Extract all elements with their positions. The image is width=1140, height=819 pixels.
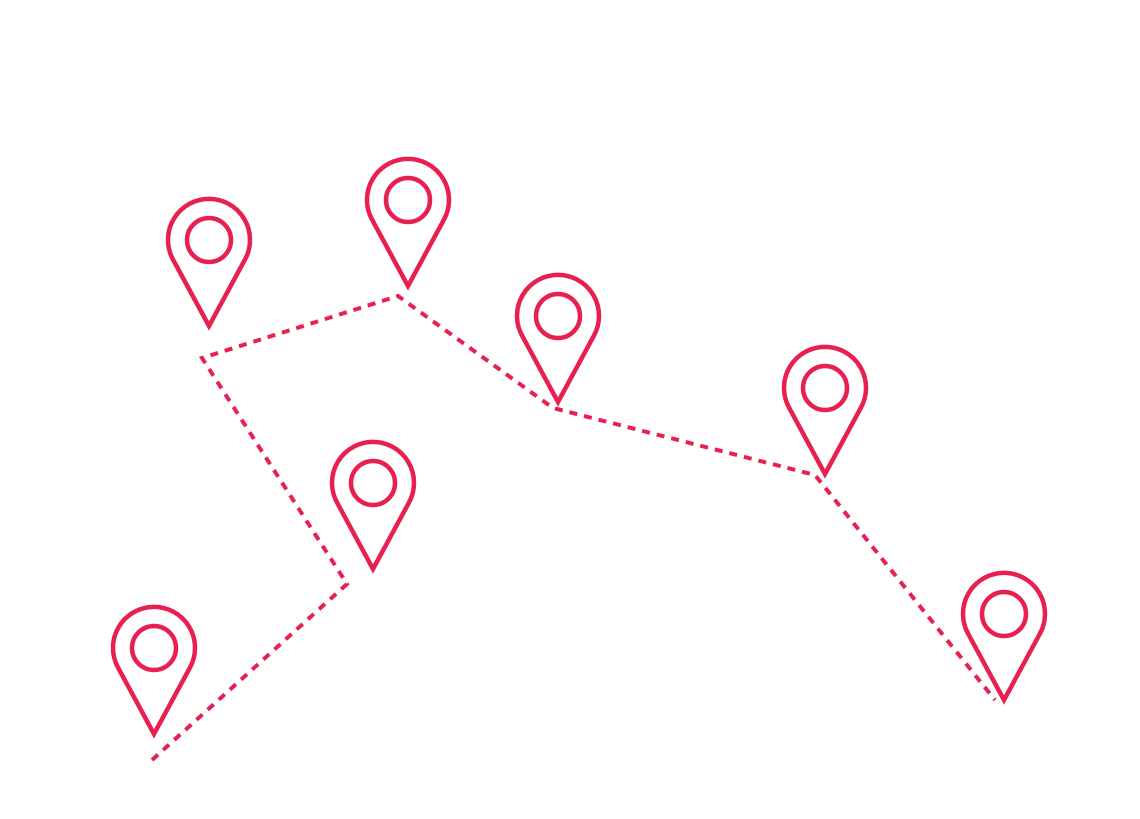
pin-inner-ring bbox=[129, 623, 179, 673]
map-pin-2[interactable] bbox=[364, 156, 452, 291]
pins-layer bbox=[110, 156, 1048, 739]
pin-inner-ring bbox=[184, 215, 234, 265]
route-path bbox=[150, 293, 997, 762]
map-pin-7[interactable] bbox=[960, 570, 1048, 705]
map-pin-3[interactable] bbox=[514, 272, 602, 407]
pin-inner-ring bbox=[800, 363, 850, 413]
map-pin-1[interactable] bbox=[165, 196, 253, 331]
map-pin-4[interactable] bbox=[781, 344, 869, 479]
pin-inner-ring bbox=[979, 589, 1029, 639]
pin-inner-ring bbox=[348, 458, 398, 508]
pin-inner-ring bbox=[383, 175, 433, 225]
pin-inner-ring bbox=[533, 291, 583, 341]
route-branch-left bbox=[150, 293, 997, 762]
map-pin-6[interactable] bbox=[110, 604, 198, 739]
map-pin-5[interactable] bbox=[329, 439, 417, 574]
